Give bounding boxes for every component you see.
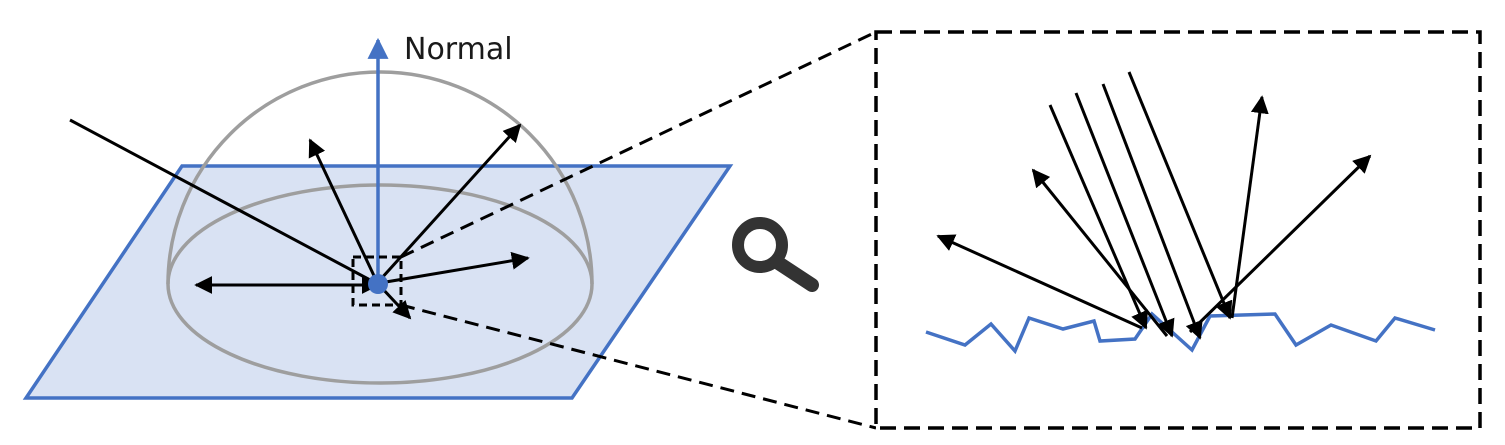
scattered-rays xyxy=(936,95,1372,337)
reflected-ray-up-left xyxy=(308,138,378,281)
scattered-ray-up-left xyxy=(1031,168,1169,337)
incident-ray-3 xyxy=(1101,83,1203,340)
reflected-ray-down-right xyxy=(379,285,412,320)
reflection-point xyxy=(368,274,388,294)
reflected-rays xyxy=(194,123,530,320)
zoom-connector-bottom xyxy=(400,303,877,430)
hemisphere-base xyxy=(166,183,594,385)
zoom-inset-box xyxy=(874,30,1482,430)
normal-label: Normal xyxy=(404,32,513,67)
scattered-ray-up-right xyxy=(1188,154,1372,334)
incident-ray-2 xyxy=(1074,92,1175,338)
zoom-source-box xyxy=(351,255,403,307)
reflected-ray-up-right xyxy=(378,123,522,282)
incident-ray-4 xyxy=(1127,71,1233,320)
incident-ray xyxy=(69,118,373,283)
reflected-ray-right xyxy=(379,251,530,285)
scattered-ray-left xyxy=(936,234,1143,330)
scattered-ray-up xyxy=(1230,95,1269,319)
magnifier-icon xyxy=(732,217,819,292)
